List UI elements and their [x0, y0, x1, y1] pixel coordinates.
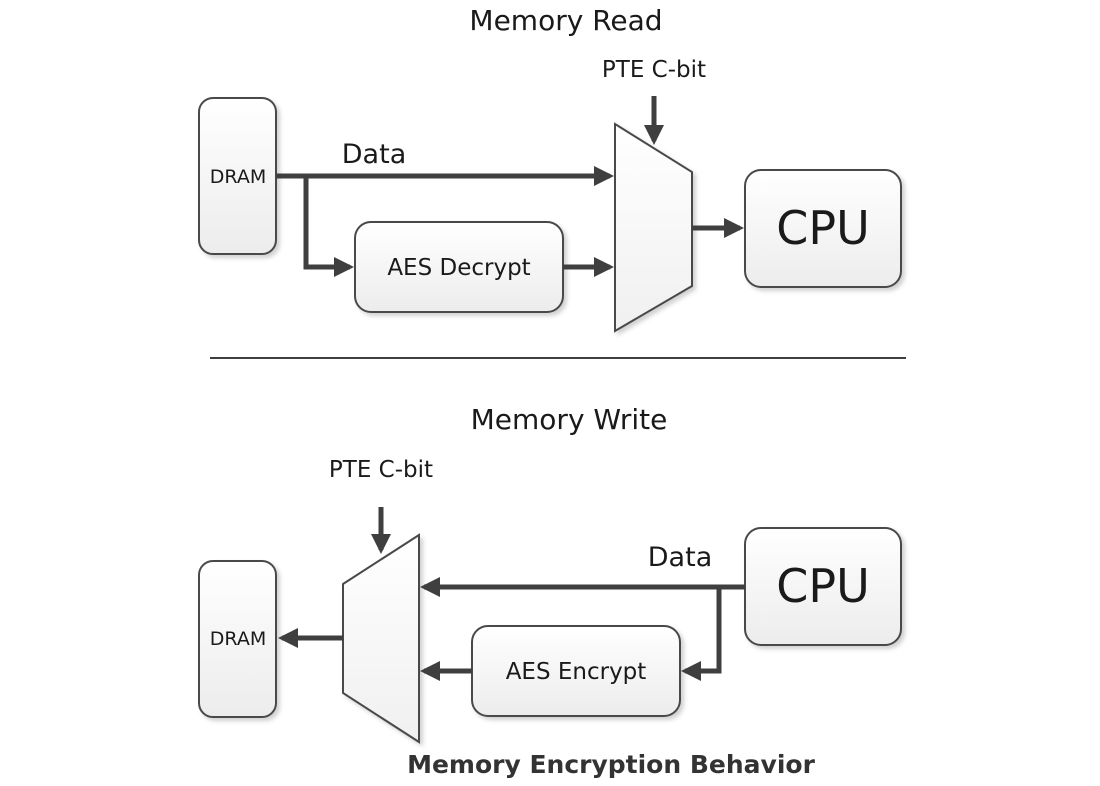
aes-decrypt-label: AES Decrypt: [387, 255, 530, 281]
write-data-label: Data: [648, 542, 712, 573]
read-pte-cbit-label: PTE C-bit: [602, 57, 706, 83]
aes-encrypt-label: AES Encrypt: [506, 659, 647, 685]
write-aes-branch-wire: [681, 587, 722, 681]
write-mux: [342, 533, 420, 744]
memory-read-title: Memory Read: [469, 4, 662, 37]
read-cpu-label: CPU: [776, 201, 870, 255]
write-dram-label: DRAM: [210, 628, 266, 650]
memory-write-title: Memory Write: [471, 403, 668, 436]
read-cpu-block: [744, 169, 902, 288]
memory-read-section: Memory Read PTE C-bit DRAM AES Decrypt C…: [198, 4, 902, 333]
memory-write-section: Memory Write PTE C-bit DRAM AES Encrypt …: [198, 403, 902, 744]
write-pte-cbit-label: PTE C-bit: [329, 457, 433, 483]
read-mux: [614, 122, 693, 333]
read-dram-label: DRAM: [210, 166, 266, 188]
read-aes-branch-wire: [303, 176, 354, 277]
figure-caption: Memory Encryption Behavior: [407, 750, 815, 779]
read-data-label: Data: [342, 139, 406, 170]
write-cpu-label: CPU: [776, 559, 870, 613]
write-dram-block: [198, 560, 277, 718]
